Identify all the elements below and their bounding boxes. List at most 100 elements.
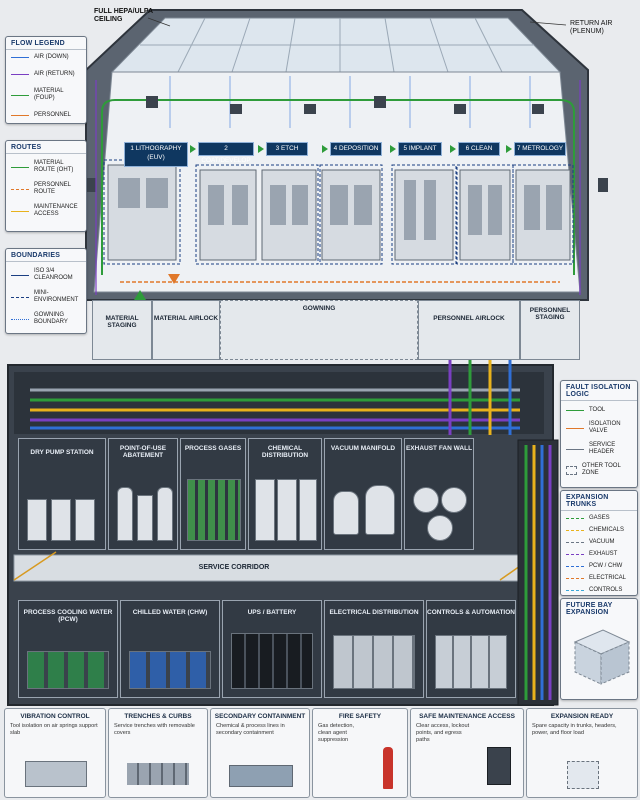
return-air-callout: RETURN AIR (PLENUM)	[570, 20, 613, 35]
maintenance-access-icon	[11, 210, 29, 212]
chemical-distribution-room: CHEMICAL DISTRIBUTION	[248, 438, 322, 550]
ups-battery-label: UPS / BATTERY	[247, 609, 297, 616]
routes-legend-title: ROUTES	[6, 141, 86, 154]
fire-extinguisher-icon	[383, 747, 393, 789]
material-airlock-label: MATERIAL AIRLOCK	[153, 315, 219, 322]
switchgear	[333, 635, 415, 689]
service-corridor-label: SERVICE CORRIDOR	[198, 564, 270, 571]
future-bay-title: FUTURE BAY EXPANSION	[566, 602, 613, 616]
vacuum-manifold-label: VACUUM MANIFOLD	[330, 445, 396, 452]
electrical-line-icon	[566, 578, 584, 579]
legend-row: MATERIAL (FOUP)	[6, 87, 86, 103]
exhaust-fan-wall-room: EXHAUST FAN WALL	[404, 438, 474, 550]
legend-row: ELECTRICAL	[561, 574, 637, 583]
boundaries-legend: BOUNDARIES ISO 3/4 CLEANROOM MINI-ENVIRO…	[5, 248, 87, 334]
chemical-distribution-label: CHEMICAL DISTRIBUTION	[261, 445, 309, 459]
card-desc: Clear access, lockout points, and egress…	[416, 723, 470, 743]
abatement-unit	[157, 487, 173, 541]
chemical-cabinet	[277, 479, 297, 541]
card-title: VIBRATION CONTROL	[20, 713, 90, 720]
card-desc: Service trenches with removable covers	[114, 723, 195, 736]
exhaust-fan-icon	[441, 487, 467, 513]
card-desc: Spare capacity in trunks, headers, power…	[532, 723, 617, 736]
arrow-personnel-icon	[11, 115, 29, 116]
vacuum-line-icon	[566, 542, 584, 543]
future-bay-cube-icon	[573, 629, 631, 685]
process-gases-room: PROCESS GASES	[180, 438, 246, 550]
card-title: FIRE SAFETY	[338, 713, 382, 720]
material-staging-room: MATERIAL STAGING	[92, 300, 152, 360]
hepa-ceiling-callout: FULL HEPA/ULPA CEILING	[94, 8, 153, 23]
gowning-boundary-icon	[11, 318, 29, 320]
material-airlock-room: MATERIAL AIRLOCK	[152, 300, 220, 360]
card-title: SECONDARY CONTAINMENT	[214, 713, 306, 720]
poe-abatement: POINT-OF-USE ABATEMENT	[108, 438, 178, 550]
chw-label: CHILLED WATER (CHW)	[132, 609, 208, 616]
expansion-trunks-panel: EXPANSION TRUNKS GASES CHEMICALS VACUUM …	[560, 490, 638, 596]
stage-arrows	[190, 145, 512, 153]
arrow-down-icon	[11, 57, 29, 58]
card-desc: Gas detection, clean agent suppression	[318, 723, 355, 743]
legend-row: MAINTENANCE ACCESS	[6, 203, 86, 219]
legend-row: GASES	[561, 514, 637, 523]
dry-pump-station-label: DRY PUMP STATION	[30, 449, 94, 456]
vacuum-vessel	[333, 491, 359, 535]
card-safe-maintenance-access: SAFE MAINTENANCE ACCESS Clear access, lo…	[410, 708, 524, 798]
pcw-label: PROCESS COOLING WATER (PCW)	[23, 609, 113, 623]
exhaust-fan-wall-label: EXHAUST FAN WALL	[405, 445, 473, 452]
legend-row: GOWNING BOUNDARY	[6, 311, 86, 327]
pump-unit	[27, 499, 47, 541]
battery-cabinets	[231, 633, 313, 689]
stage-deposition: 4 DEPOSITION	[330, 142, 382, 156]
legend-row: PERSONNEL ROUTE	[6, 181, 86, 197]
gowning-room: GOWNING	[220, 300, 418, 360]
personnel-airlock-label: PERSONNEL AIRLOCK	[433, 315, 505, 322]
personnel-airlock-room: PERSONNEL AIRLOCK	[418, 300, 520, 360]
card-title: TRENCHES & CURBS	[124, 713, 192, 720]
legend-row: ISO 3/4 CLEANROOM	[6, 267, 86, 283]
legend-row: AIR (RETURN)	[6, 70, 86, 79]
personnel-route-icon	[11, 188, 29, 190]
isolation-valve-icon	[566, 427, 584, 429]
legend-row: PERSONNEL	[6, 111, 86, 120]
stage-metrology: 7 METROLOGY	[514, 142, 566, 156]
legend-row: PCW / CHW	[561, 562, 637, 571]
stage-etch: 3 ETCH	[266, 142, 308, 156]
stage-coat-develop: 2 COAT/DEVELOP	[198, 142, 254, 164]
material-route-icon	[11, 166, 29, 168]
gases-line-icon	[566, 518, 584, 519]
ups-battery-room: UPS / BATTERY	[222, 600, 322, 698]
electrical-distribution-room: ELECTRICAL DISTRIBUTION	[324, 600, 424, 698]
personnel-staging-room: PERSONNEL STAGING	[520, 300, 580, 360]
card-trenches-curbs: TRENCHES & CURBS Service trenches with r…	[108, 708, 208, 798]
card-secondary-containment: SECONDARY CONTAINMENT Chemical & process…	[210, 708, 310, 798]
slab-icon	[25, 761, 87, 787]
pcw-pumps	[27, 651, 109, 689]
legend-row: ISOLATION VALVE	[561, 420, 637, 436]
material-staging-label: MATERIAL STAGING	[105, 315, 139, 329]
pcw-room: PROCESS COOLING WATER (PCW)	[18, 600, 118, 698]
legend-row: MINI-ENVIRONMENT	[6, 289, 86, 305]
legend-row: TOOL	[561, 406, 637, 415]
card-title: SAFE MAINTENANCE ACCESS	[419, 713, 515, 720]
card-desc: Tool isolation on air springs support sl…	[10, 723, 98, 736]
trench-cover-icon	[127, 763, 189, 785]
cleanroom-boundary-icon	[11, 274, 29, 276]
flow-legend: FLOW LEGEND AIR (DOWN) AIR (RETURN) MATE…	[5, 36, 87, 124]
stage-implant: 5 IMPLANT	[398, 142, 442, 156]
tool-icon	[566, 410, 584, 411]
legend-row: OTHER TOOL ZONE	[561, 462, 637, 478]
abatement-label: POINT-OF-USE ABATEMENT	[119, 445, 167, 459]
expansion-box-icon	[567, 761, 599, 789]
exhaust-fan-icon	[427, 515, 453, 541]
controls-line-icon	[566, 590, 584, 591]
vacuum-manifold-room: VACUUM MANIFOLD	[324, 438, 402, 550]
chw-pumps	[129, 651, 211, 689]
electrical-distribution-label: ELECTRICAL DISTRIBUTION	[329, 609, 419, 616]
dry-pump-station: DRY PUMP STATION	[18, 438, 106, 550]
card-vibration-control: VIBRATION CONTROL Tool isolation on air …	[4, 708, 106, 798]
exhaust-fan-icon	[413, 487, 439, 513]
future-bay-panel: FUTURE BAY EXPANSION	[560, 598, 638, 700]
arrow-material-icon	[11, 94, 29, 96]
card-fire-safety: FIRE SAFETY Gas detection, clean agent s…	[312, 708, 408, 798]
